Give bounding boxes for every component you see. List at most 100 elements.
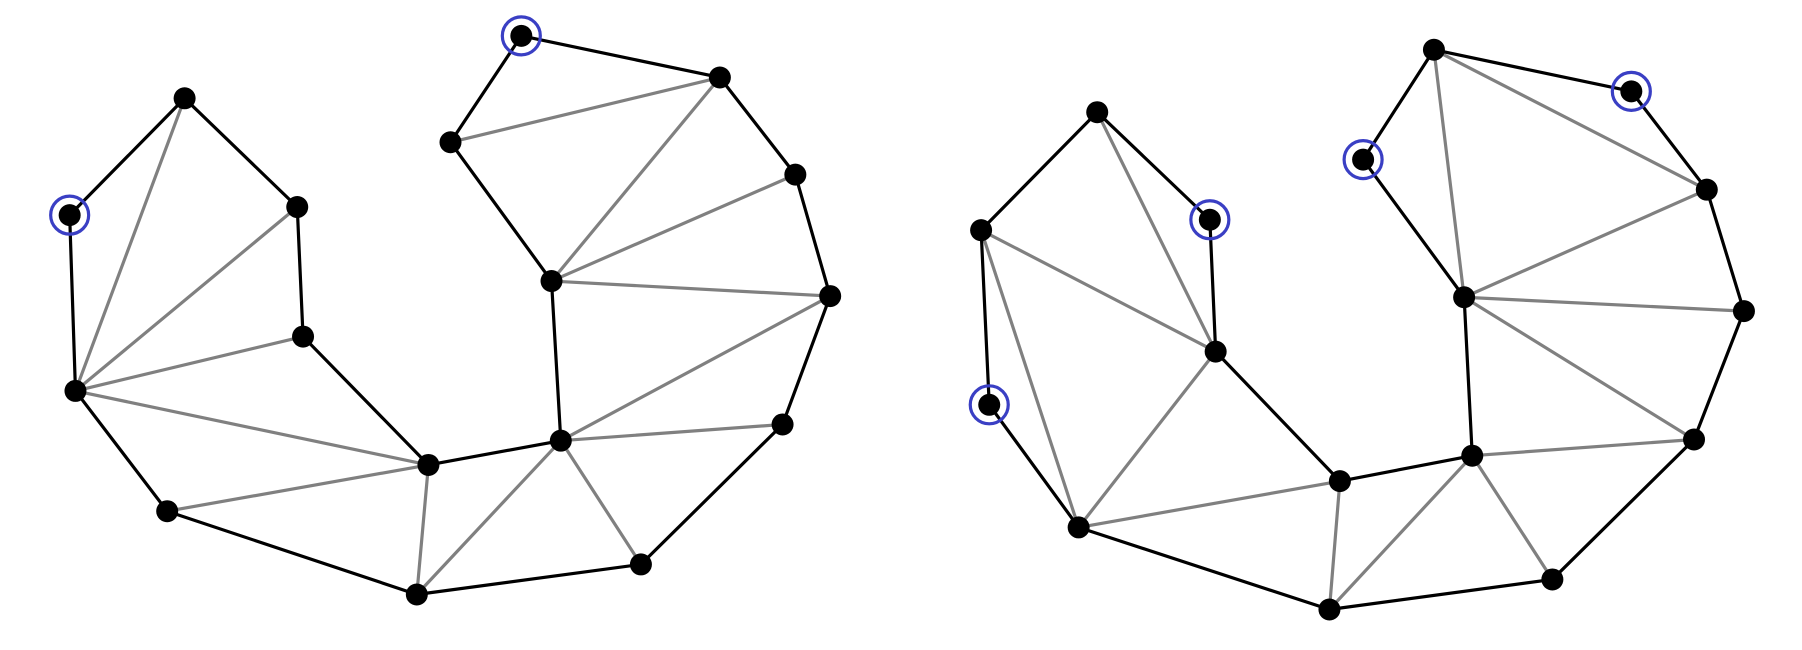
right-vertex	[1318, 598, 1341, 621]
right-diagonal-edge	[1470, 437, 1696, 458]
right-vertex	[1453, 286, 1476, 309]
left-boundary-edge	[639, 422, 785, 567]
right-boundary-edge	[1705, 188, 1746, 313]
left-vertex	[58, 204, 81, 227]
right-diagonal-edge	[1327, 479, 1342, 612]
left-diagonal-edge	[415, 463, 431, 597]
right-vertex	[970, 219, 993, 242]
right-vertex	[1732, 300, 1755, 323]
left-boundary-edge	[519, 34, 722, 80]
right-diagonal-edge	[1077, 479, 1342, 530]
right-vertex	[1204, 340, 1227, 363]
left-boundary-edge	[183, 96, 299, 209]
left-highlight-rings	[49, 15, 542, 236]
left-vertex	[819, 285, 842, 308]
right-boundary-edge	[1338, 454, 1474, 483]
left-highlight-ring	[49, 194, 91, 236]
right-boundary-edge	[1361, 158, 1466, 299]
right-diagonal-edge	[979, 228, 1081, 530]
right-boundary-edge	[1077, 525, 1332, 612]
left-triangulation-diagram	[49, 15, 842, 606]
left-vertex	[292, 325, 315, 348]
right-highlight-ring	[1610, 70, 1652, 112]
left-diagonal-edge	[415, 439, 563, 597]
right-vertices	[970, 38, 1755, 621]
left-diagonal-edge	[73, 205, 299, 393]
right-vertex	[1695, 178, 1718, 201]
right-triangulation-diagram	[968, 38, 1755, 621]
right-vertex	[978, 393, 1001, 416]
right-vertex	[1683, 428, 1706, 451]
left-boundary-edge	[295, 205, 305, 339]
right-vertex	[1328, 470, 1351, 493]
right-boundary-edge	[1327, 577, 1554, 612]
left-boundary-edge	[426, 439, 563, 467]
right-diagonal-edge	[1462, 295, 1746, 313]
right-diagonal-edge	[1327, 454, 1474, 612]
left-boundary-edge	[448, 34, 523, 144]
left-diagonal-edge	[559, 422, 785, 443]
left-vertex	[64, 379, 87, 402]
right-boundary-edge	[1095, 110, 1212, 222]
left-vertex	[510, 24, 533, 47]
left-diagonal-edge	[448, 75, 722, 144]
right-diagonal-edge	[1432, 48, 1466, 299]
right-diagonal-edge	[1462, 295, 1696, 442]
left-vertex	[405, 583, 428, 606]
right-boundary-edge	[987, 403, 1081, 530]
right-vertex	[1461, 444, 1484, 467]
right-boundary-edge	[1629, 89, 1709, 192]
right-highlight-rings	[968, 70, 1652, 426]
left-vertex	[549, 429, 572, 452]
left-boundary-edges	[68, 34, 832, 597]
right-boundary-edge	[1361, 48, 1436, 162]
right-boundary-edge	[1462, 295, 1474, 458]
left-highlight-ring	[500, 15, 542, 57]
right-diagonal-edge	[1095, 110, 1218, 354]
right-boundary-edge	[1550, 437, 1696, 582]
right-boundary-edge	[1692, 309, 1746, 442]
left-boundary-edge	[301, 334, 431, 467]
left-vertex	[439, 131, 462, 154]
left-diagonal-edges	[73, 75, 832, 597]
right-boundary-edge	[1432, 48, 1633, 93]
left-boundary-edge	[780, 294, 832, 427]
right-highlight-ring	[1189, 199, 1231, 241]
left-diagonal-edge	[73, 96, 187, 393]
left-diagonal-edge	[165, 463, 431, 513]
left-diagonal-edge	[549, 75, 722, 283]
right-boundary-edge	[1214, 350, 1342, 483]
right-vertex	[1352, 148, 1375, 171]
left-vertex	[629, 553, 652, 576]
right-boundary-edge	[1208, 218, 1218, 354]
right-vertex	[1620, 80, 1643, 103]
left-diagonal-edge	[559, 294, 832, 443]
left-boundary-edge	[718, 75, 797, 177]
left-vertex	[417, 453, 440, 476]
left-diagonal-edge	[559, 439, 643, 567]
left-boundary-edge	[549, 279, 563, 443]
left-diagonal-edge	[73, 389, 431, 467]
right-diagonal-edge	[1470, 454, 1554, 582]
left-vertex	[156, 500, 179, 523]
left-diagonal-edge	[73, 334, 305, 393]
left-boundary-edge	[448, 140, 554, 283]
right-diagonal-edge	[1077, 350, 1218, 530]
left-vertex	[771, 413, 794, 436]
left-boundary-edge	[68, 213, 78, 393]
right-vertex	[1422, 38, 1445, 61]
left-vertex	[286, 196, 309, 219]
right-vertex	[1067, 516, 1090, 539]
left-vertices	[58, 24, 842, 606]
left-boundary-edge	[793, 173, 832, 298]
right-vertex	[1541, 568, 1564, 591]
right-highlight-ring	[968, 384, 1010, 426]
right-vertex	[1086, 101, 1109, 124]
left-diagonal-edge	[549, 173, 797, 283]
right-diagonal-edge	[1432, 48, 1709, 192]
left-boundary-edge	[73, 389, 169, 513]
left-vertex	[708, 66, 731, 89]
right-boundary-edge	[979, 228, 991, 407]
left-boundary-edge	[415, 562, 643, 597]
